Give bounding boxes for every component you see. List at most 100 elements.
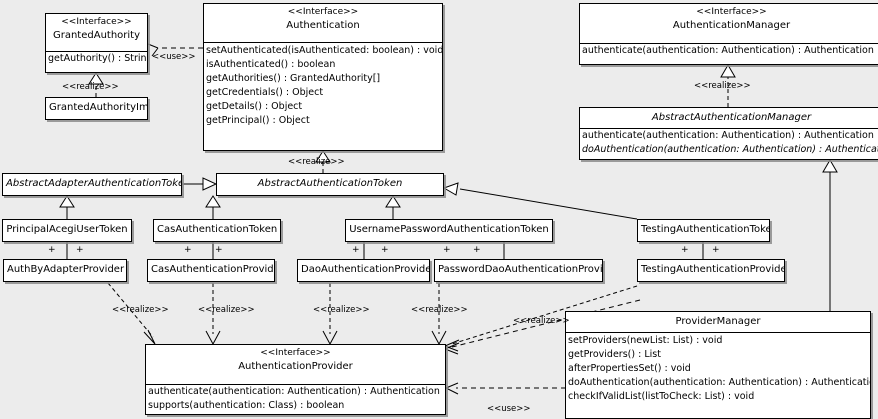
class-name: ProviderManager — [675, 316, 761, 327]
edge-provider-manager-extends-abstract-authentication-manager — [822, 159, 838, 311]
label-use-authentication-granted-authority: <<use>> — [152, 52, 196, 62]
stereotype-label: <<Interface>> — [696, 7, 767, 17]
assoc-plus-username-password-dao-right: + — [381, 245, 389, 255]
method-item: doAuthentication(authentication: Authent… — [582, 144, 878, 155]
class-header: <<Interface>> AuthenticationProvider — [146, 345, 445, 384]
class-provider-manager[interactable]: ProviderManager setProviders(newList: Li… — [565, 311, 871, 419]
assoc-plus-principal-acegi-left: + — [48, 245, 56, 255]
method-item: authenticate(authentication: Authenticat… — [582, 130, 874, 141]
label-realize-password-dao-provider: <<realize>> — [411, 305, 468, 315]
class-authentication-manager[interactable]: <<Interface>> AuthenticationManager auth… — [579, 3, 878, 65]
assoc-plus-principal-acegi-right: + — [76, 245, 84, 255]
assoc-plus-username-password-dao-left: + — [352, 245, 360, 255]
class-principal-acegi-user-token[interactable]: PrincipalAcegiUserToken — [2, 219, 132, 242]
class-abstract-authentication-token[interactable]: AbstractAuthenticationToken — [216, 173, 444, 196]
class-name: AbstractAuthenticationToken — [257, 178, 403, 189]
class-username-password-authentication-token[interactable]: UsernamePasswordAuthenticationToken — [345, 219, 553, 242]
assoc-plus-cas-token-left: + — [184, 245, 192, 255]
assoc-plus-testing-token-left: + — [681, 245, 689, 255]
method-item: setAuthenticated(isAuthenticated: boolea… — [206, 45, 442, 56]
class-name: UsernamePasswordAuthenticationToken — [349, 224, 549, 235]
label-realize-cas-authentication-provider: <<realize>> — [198, 305, 255, 315]
method-item: getDetails() : Object — [206, 101, 303, 112]
class-header: <<Interface>> GrantedAuthority — [46, 14, 147, 51]
class-granted-authority-impl[interactable]: GrantedAuthorityImpl — [45, 97, 148, 120]
class-methods: setAuthenticated(isAuthenticated: boolea… — [204, 42, 442, 128]
class-name: GrantedAuthorityImpl — [49, 102, 148, 113]
class-header: PasswordDaoAuthenticationProvider — [435, 260, 602, 280]
class-name: AbstractAdapterAuthenticationToken — [6, 178, 182, 189]
method-item: getAuthority() : String — [48, 53, 147, 64]
class-header: ProviderManager — [566, 312, 870, 332]
class-testing-authentication-token[interactable]: TestingAuthenticationToken — [637, 219, 770, 242]
class-methods: authenticate(authentication: Authenticat… — [580, 43, 878, 58]
class-name: Authentication — [286, 20, 360, 31]
assoc-plus-username-password-pwddao-left: + — [443, 245, 451, 255]
method-item: afterPropertiesSet() : void — [568, 363, 691, 374]
assoc-plus-cas-token-right: + — [215, 245, 223, 255]
method-item: doAuthentication(authentication: Authent… — [568, 377, 870, 388]
edge-cas-authentication-token-extends-abstract-authentication-token — [205, 195, 221, 219]
method-item: getPrincipal() : Object — [206, 115, 310, 126]
label-realize-abstract-authentication-manager: <<realize>> — [694, 81, 751, 91]
class-header: CasAuthenticationProvider — [148, 260, 274, 280]
class-dao-authentication-provider[interactable]: DaoAuthenticationProvider — [297, 259, 430, 282]
class-header: TestingAuthenticationToken — [638, 220, 769, 240]
class-name: PrincipalAcegiUserToken — [6, 224, 128, 235]
method-item: getAuthorities() : GrantedAuthority[] — [206, 73, 381, 84]
class-name: CasAuthenticationProvider — [151, 264, 275, 275]
method-item: supports(authentication: Class) : boolea… — [148, 400, 345, 411]
class-cas-authentication-token[interactable]: CasAuthenticationToken — [153, 219, 281, 242]
stereotype-label: <<Interface>> — [61, 17, 132, 27]
method-item: getProviders() : List — [568, 349, 661, 360]
class-name: TestingAuthenticationToken — [641, 224, 770, 235]
class-header: AuthByAdapterProvider — [4, 260, 126, 280]
class-methods: getAuthority() : String — [46, 51, 147, 66]
class-name: AbstractAuthenticationManager — [651, 112, 812, 123]
class-name: AuthenticationManager — [672, 20, 791, 31]
class-header: AbstractAuthenticationToken — [217, 174, 443, 194]
class-password-dao-authentication-provider[interactable]: PasswordDaoAuthenticationProvider — [434, 259, 603, 282]
class-header: AbstractAuthenticationManager — [580, 108, 878, 128]
label-use-provider-manager: <<use>> — [487, 404, 531, 414]
stereotype-label: <<Interface>> — [287, 7, 359, 17]
class-name: PasswordDaoAuthenticationProvider — [438, 264, 603, 275]
assoc-plus-testing-token-right: + — [712, 245, 720, 255]
assoc-plus-username-password-pwddao-right: + — [473, 245, 481, 255]
method-item: checkIfValidList(listToCheck: List) : vo… — [568, 391, 755, 402]
label-realize-abstract-authentication-token: <<realize>> — [288, 157, 345, 167]
class-methods: authenticate(authentication: Authenticat… — [146, 384, 445, 413]
class-name: DaoAuthenticationProvider — [301, 264, 430, 275]
class-authentication[interactable]: <<Interface>> Authentication setAuthenti… — [203, 3, 443, 151]
edge-abstract-adapter-token-extends-abstract-authentication-token — [182, 177, 218, 191]
label-realize-auth-by-adapter-provider: <<realize>> — [112, 305, 169, 315]
class-auth-by-adapter-provider[interactable]: AuthByAdapterProvider — [3, 259, 127, 282]
edge-username-password-token-extends-abstract-authentication-token — [385, 195, 401, 219]
class-abstract-adapter-authentication-token[interactable]: AbstractAdapterAuthenticationToken — [2, 173, 182, 196]
class-name: TestingAuthenticationProvider — [641, 264, 785, 275]
class-abstract-authentication-manager[interactable]: AbstractAuthenticationManager authentica… — [579, 107, 878, 160]
stereotype-label: <<Interface>> — [260, 348, 331, 358]
class-header: <<Interface>> AuthenticationManager — [580, 4, 878, 43]
method-item: setProviders(newList: List) : void — [568, 335, 723, 346]
label-realize-granted-authority-impl: <<realize>> — [62, 82, 119, 92]
class-header: DaoAuthenticationProvider — [298, 260, 429, 280]
class-cas-authentication-provider[interactable]: CasAuthenticationProvider — [147, 259, 275, 282]
edge-principal-acegi-user-token-extends-abstract-adapter-token — [59, 195, 75, 219]
class-name: AuthenticationProvider — [238, 361, 353, 372]
class-granted-authority[interactable]: <<Interface>> GrantedAuthority getAuthor… — [45, 13, 148, 73]
class-header: AbstractAdapterAuthenticationToken — [3, 174, 181, 194]
class-methods: authenticate(authentication: Authenticat… — [580, 128, 878, 157]
class-header: <<Interface>> Authentication — [204, 4, 442, 42]
class-header: UsernamePasswordAuthenticationToken — [346, 220, 552, 240]
class-authentication-provider[interactable]: <<Interface>> AuthenticationProvider aut… — [145, 344, 446, 415]
class-methods: setProviders(newList: List) : void getPr… — [566, 332, 870, 404]
method-item: authenticate(authentication: Authenticat… — [582, 45, 874, 56]
class-header: CasAuthenticationToken — [154, 220, 280, 240]
class-header: PrincipalAcegiUserToken — [3, 220, 131, 240]
label-realize-provider-manager: <<realize>> — [513, 316, 570, 326]
class-testing-authentication-provider[interactable]: TestingAuthenticationProvider — [637, 259, 785, 282]
class-name: AuthByAdapterProvider — [7, 264, 125, 275]
class-name: GrantedAuthority — [52, 30, 141, 41]
